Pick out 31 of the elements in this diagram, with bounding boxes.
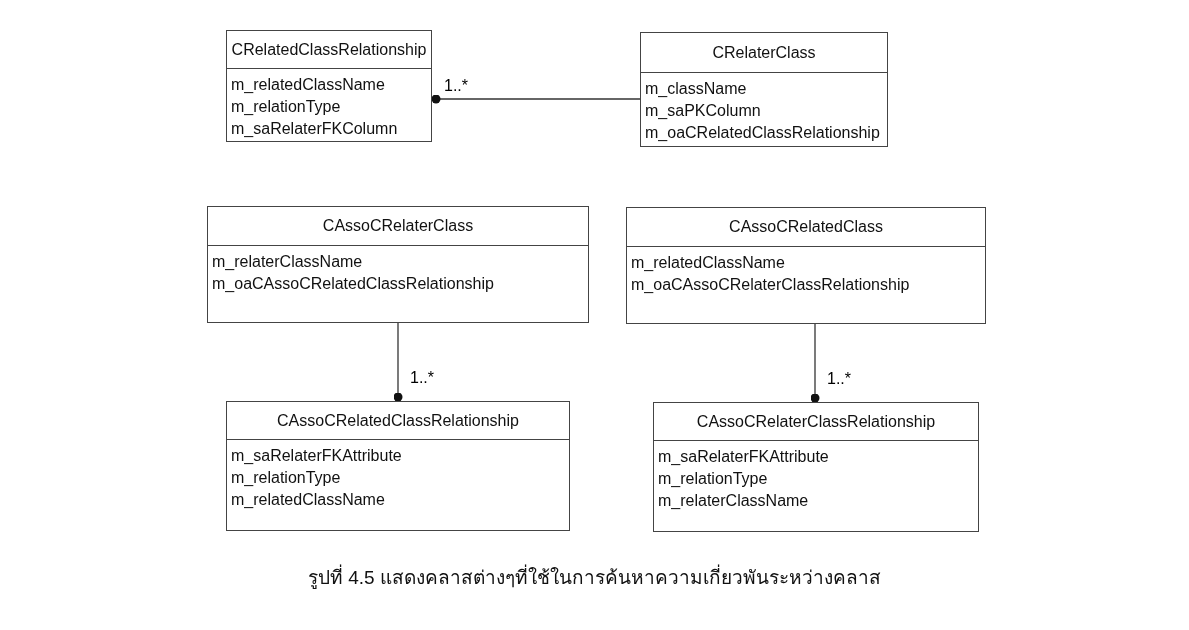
attribute-name: m_relaterClassName	[212, 252, 363, 272]
attribute-name: m_saRelaterFKAttribute	[231, 446, 402, 466]
attribute-name: m_oaCAssoCRelaterClassRelationship	[631, 275, 910, 295]
attribute-name: m_relationType	[231, 468, 341, 488]
class-name: CAssoCRelatedClassRelationship	[277, 411, 519, 430]
attribute-name: m_relatedClassName	[231, 75, 385, 95]
attribute-name: m_relaterClassName	[658, 491, 809, 511]
class-box	[653, 402, 979, 532]
attribute-name: m_className	[645, 79, 747, 99]
class-name: CAssoCRelaterClass	[322, 217, 474, 235]
attribute-name: m_saRelaterFKColumn	[231, 119, 398, 139]
attribute-name: m_oaCAssoCRelatedClassRelationship	[212, 274, 494, 294]
class-box	[640, 32, 888, 147]
class-box	[207, 206, 589, 323]
attribute-name: m_relationType	[231, 97, 341, 117]
attribute-name: m_relationType	[658, 469, 768, 489]
class-box	[226, 401, 570, 531]
class-name: CRelaterClass	[712, 43, 816, 62]
class-name: CAssoCRelaterClassRelationship	[696, 412, 936, 431]
association-line	[431, 94, 641, 104]
class-name: CAssoCRelatedClass	[729, 218, 883, 236]
association-line	[393, 322, 403, 402]
attribute-name: m_saPKColumn	[645, 101, 761, 121]
association-line	[810, 323, 820, 403]
attribute-name: m_saRelaterFKAttribute	[658, 447, 829, 467]
attribute-name: m_relatedClassName	[231, 490, 385, 510]
attribute-name: m_oaCRelatedClassRelationship	[645, 123, 880, 143]
class-name: CRelatedClassRelationship	[231, 40, 427, 59]
class-box	[626, 207, 986, 324]
class-box	[226, 30, 432, 142]
attribute-name: m_relatedClassName	[631, 253, 785, 273]
